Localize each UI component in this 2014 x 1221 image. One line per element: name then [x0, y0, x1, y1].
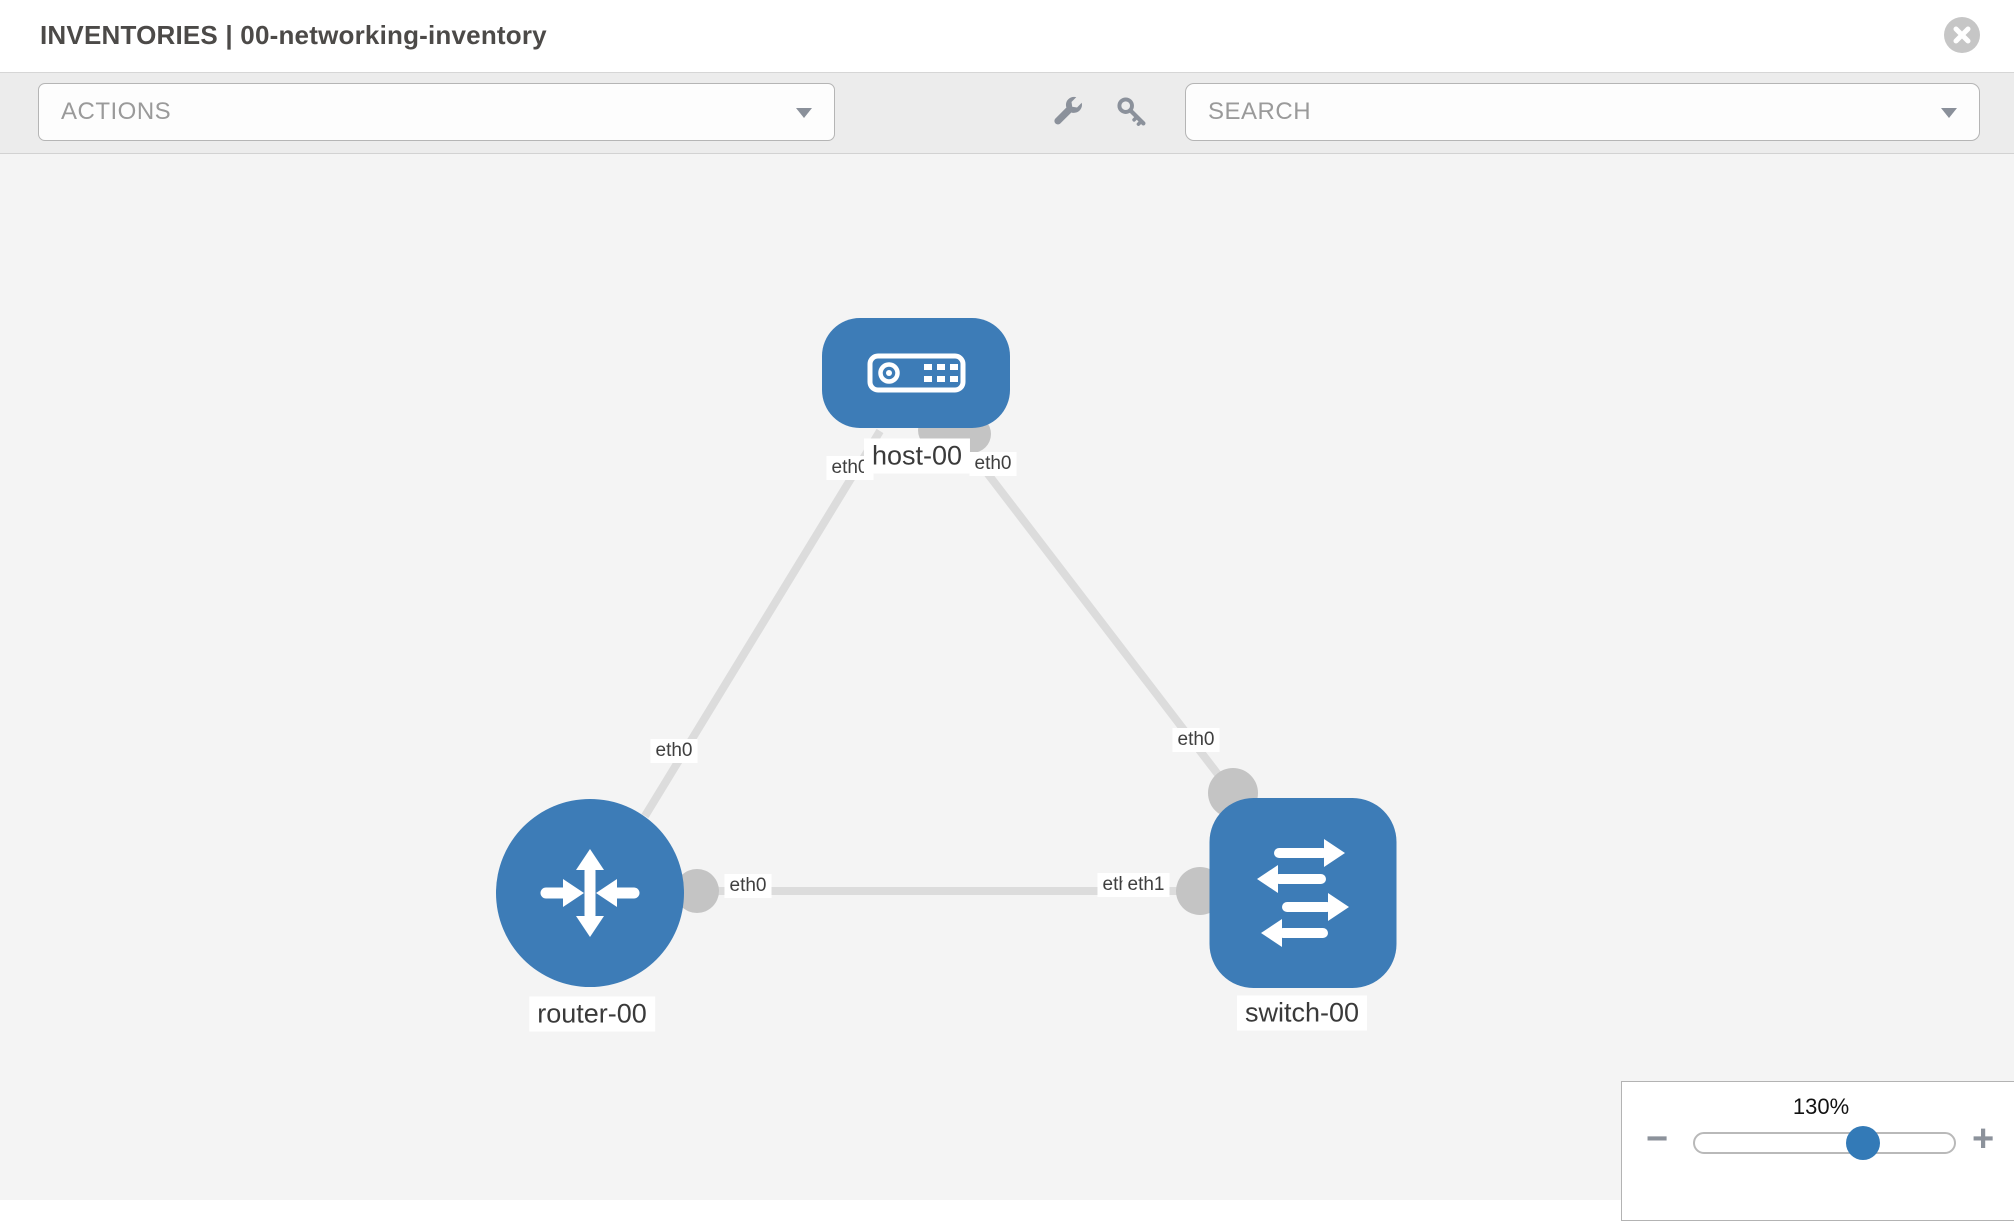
chevron-down-icon [1941, 108, 1957, 118]
search-dropdown[interactable]: SEARCH [1185, 83, 1980, 141]
configure-button[interactable] [1046, 92, 1088, 134]
chevron-down-icon [796, 108, 812, 118]
zoom-panel: 130% − + [1621, 1081, 2014, 1221]
toolbar: ACTIONS SEARCH [0, 73, 2014, 154]
zoom-in-button[interactable]: + [1972, 1118, 1995, 1160]
link-host-00-switch-00[interactable] [951, 428, 1237, 797]
page-title: INVENTORIES | 00-networking-inventory [40, 20, 547, 50]
router-icon [540, 849, 640, 937]
credentials-button[interactable] [1111, 92, 1153, 134]
search-dropdown-label: SEARCH [1208, 98, 1312, 125]
actions-dropdown-label: ACTIONS [61, 98, 172, 125]
topology-graph [496, 318, 1397, 988]
link-host-00-router-00[interactable] [641, 428, 884, 819]
node-switch-00[interactable] [1209, 798, 1397, 988]
switch-icon [1257, 839, 1349, 947]
host-icon [867, 353, 966, 393]
node-router-00[interactable] [496, 799, 684, 987]
wrench-icon [1054, 96, 1082, 124]
interface-bubble [675, 869, 719, 913]
zoom-level: 130% [1792, 1094, 1850, 1119]
actions-dropdown[interactable]: ACTIONS [38, 83, 835, 141]
key-icon [1117, 96, 1146, 126]
zoom-out-button[interactable]: − [1646, 1118, 1669, 1160]
titlebar: INVENTORIES | 00-networking-inventory [0, 0, 2014, 73]
close-icon [1944, 17, 1980, 53]
node-host-00[interactable] [822, 318, 1010, 428]
zoom-slider[interactable] [1693, 1126, 1956, 1160]
close-button[interactable] [1943, 16, 1981, 54]
zoom-slider-handle[interactable] [1846, 1126, 1880, 1160]
